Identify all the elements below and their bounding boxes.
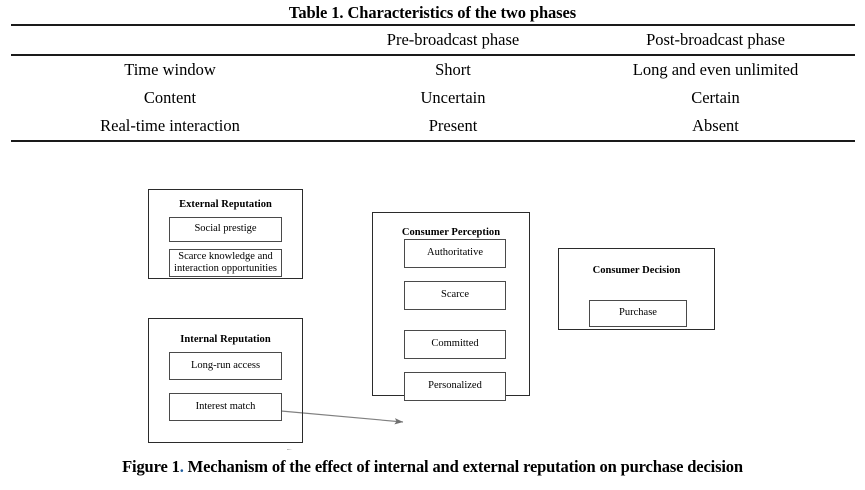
table-top-rule (11, 24, 855, 26)
cell-time-window-post: Long and even unlimited (632, 60, 799, 79)
node-interest-match[interactable]: Interest match (169, 393, 282, 421)
table-bottom-rule (11, 140, 855, 142)
table-header-rule (11, 54, 855, 56)
group-internal-reputation: Internal Reputation (148, 318, 303, 443)
characteristics-table-body: Time window Short Long and even unlimite… (11, 56, 854, 140)
column-header-pre-broadcast: Pre-broadcast phase (386, 30, 520, 49)
node-long-run-access[interactable]: Long-run access (169, 352, 282, 380)
node-social-prestige[interactable]: Social prestige (169, 217, 282, 242)
table-row: Real-time interaction Present Absent (11, 112, 854, 140)
group-external-reputation: External Reputation (148, 189, 303, 279)
cell-time-window-pre: Short (435, 60, 471, 79)
cell-real-time-pre: Present (428, 116, 478, 135)
node-authoritative[interactable]: Authoritative (404, 239, 506, 268)
node-personalized[interactable]: Personalized (404, 372, 506, 401)
table-1-section: Table 1. Characteristics of the two phas… (0, 0, 865, 142)
figure-caption: Figure 1. Mechanism of the effect of int… (0, 455, 865, 479)
group-label-consumer-perception: Consumer Perception (401, 227, 501, 238)
group-label-consumer-decision: Consumer Decision (592, 265, 681, 276)
column-header-post-broadcast: Post-broadcast phase (646, 30, 785, 49)
group-label-external-reputation: External Reputation (179, 199, 272, 210)
cell-content-pre: Uncertain (420, 88, 486, 107)
row-label-time-window: Time window (124, 60, 216, 79)
table-row: Time window Short Long and even unlimite… (11, 56, 854, 84)
row-label-real-time-interaction: Real-time interaction (100, 116, 240, 135)
cell-content-post: Certain (691, 88, 740, 107)
diagram-arrows-layer (280, 410, 404, 450)
table-title: Table 1. Characteristics of the two phas… (288, 3, 577, 22)
node-purchase[interactable]: Purchase (589, 300, 687, 327)
arrow-social-prestige-to-authoritative (280, 410, 404, 425)
table-header-row: Pre-broadcast phase Post-broadcast phase (11, 26, 854, 54)
row-label-content: Content (143, 88, 197, 107)
mechanism-diagram: External Reputation Social prestige Scar… (0, 160, 865, 450)
figure-caption-dot: . (179, 457, 184, 476)
node-scarce[interactable]: Scarce (404, 281, 506, 310)
figure-caption-text: Mechanism of the effect of internal and … (183, 457, 743, 476)
column-header-blank (11, 26, 329, 54)
node-committed[interactable]: Committed (404, 330, 506, 359)
table-row: Content Uncertain Certain (11, 84, 854, 112)
figure-caption-prefix: Figure 1 (122, 457, 180, 476)
node-scarce-knowledge[interactable]: Scarce knowledge and interaction opportu… (169, 249, 282, 277)
group-consumer-decision: Consumer Decision (558, 248, 715, 330)
characteristics-table: Pre-broadcast phase Post-broadcast phase (11, 26, 854, 54)
cell-real-time-post: Absent (692, 116, 739, 135)
group-label-internal-reputation: Internal Reputation (180, 334, 271, 345)
